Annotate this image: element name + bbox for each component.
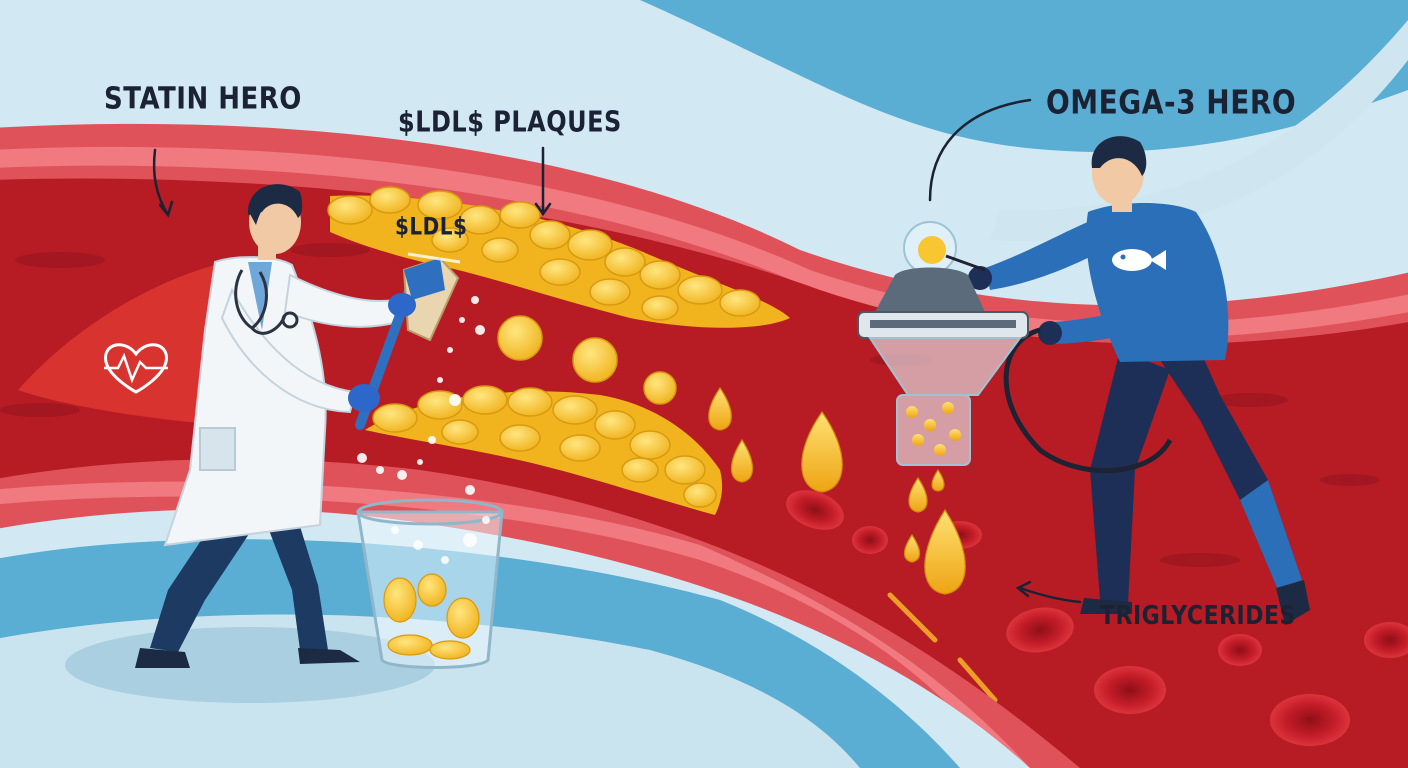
- triglyceride-droplets: [708, 386, 966, 595]
- sparkle-bubbles: [357, 296, 485, 495]
- ldl-plaque-lower: [365, 385, 723, 515]
- collection-glass: [356, 498, 504, 669]
- omega3-hero: [968, 136, 1310, 625]
- statin-hero: [18, 184, 461, 668]
- background-swoosh-top: [640, 0, 1408, 152]
- triglycerides-label: TRIGLYCERIDES: [1100, 601, 1296, 632]
- omega3-hero-label: OMEGA-3 HERO: [1046, 83, 1297, 122]
- ldl-label: $LDL$: [395, 211, 468, 241]
- ldl-plaque-upper: [327, 186, 790, 328]
- omega3-device: [857, 221, 1173, 474]
- ldl-particles: [497, 315, 677, 405]
- statin-hero-label: STATIN HERO: [104, 81, 302, 117]
- annotation-lines: [152, 98, 1082, 604]
- heart-rate-icon: [104, 343, 168, 394]
- fish-icon: [1112, 249, 1166, 271]
- ldl-plaques-label: $LDL$ PLAQUES: [398, 105, 622, 139]
- background-swoosh-right: [990, 20, 1408, 242]
- red-blood-cells: [786, 490, 1408, 746]
- stethoscope-icon: [234, 269, 299, 335]
